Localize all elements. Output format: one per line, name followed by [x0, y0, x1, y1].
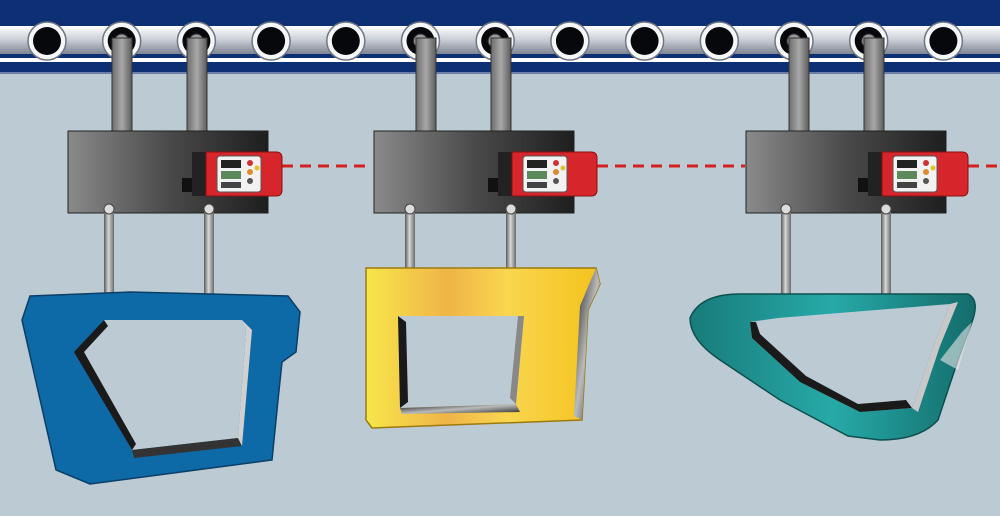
roller-hole — [555, 27, 584, 55]
hanger-rod — [506, 208, 516, 326]
roller-hole — [331, 27, 360, 55]
hanger-arm — [863, 37, 885, 134]
conveyor-track — [0, 0, 1000, 74]
hanger-arm — [186, 37, 208, 134]
hanger-2 — [365, 37, 601, 429]
hanger-rod — [204, 208, 214, 324]
hanger-rod — [104, 208, 114, 324]
roller-hole — [929, 27, 958, 55]
roller-hole — [33, 27, 61, 55]
hanger-3 — [689, 37, 976, 441]
blue-part — [21, 291, 301, 485]
hanger-arm — [490, 37, 512, 134]
roller-hole — [257, 27, 286, 55]
yellow-part — [365, 267, 601, 429]
hanger-arm — [111, 37, 133, 134]
hanger-rod — [781, 208, 791, 320]
laser-sensor-icon — [488, 151, 598, 197]
laser-sensor-icon — [858, 151, 969, 197]
hanger-1 — [21, 37, 301, 485]
roller-hole — [630, 27, 659, 55]
hanger-arm — [788, 37, 810, 134]
hanger-rod — [881, 208, 891, 320]
roller-hole — [705, 27, 734, 55]
teal-part — [689, 293, 976, 441]
laser-sensor-icon — [182, 151, 283, 197]
hanger-arm — [415, 37, 437, 134]
